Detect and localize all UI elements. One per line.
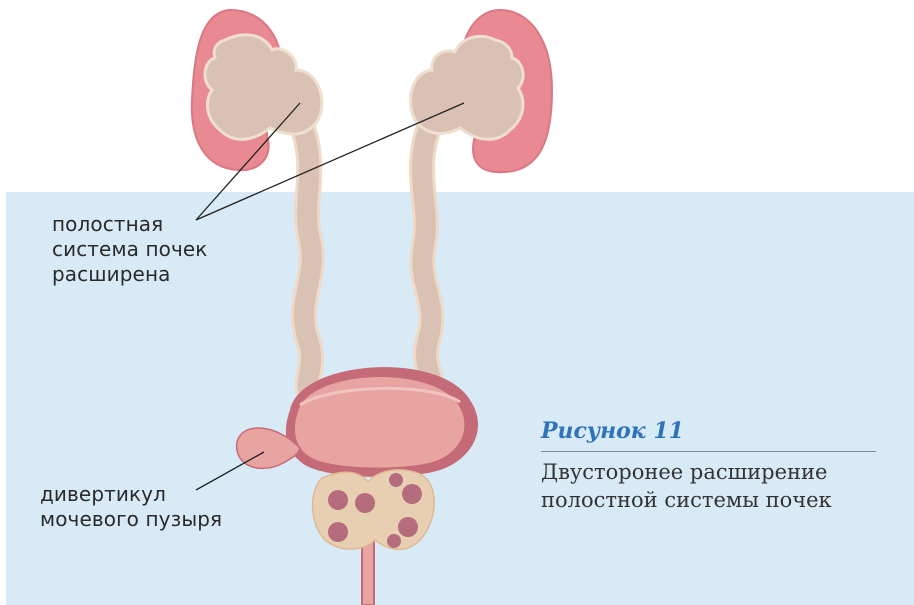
kidney-dilation-label: полостная система почек расширена	[52, 212, 207, 287]
caption-line-2: полостной системы почек	[541, 486, 832, 514]
left-renal-pelvis	[205, 35, 322, 139]
caption-line-1: Двусторонее расширение	[541, 458, 832, 486]
caption-divider	[541, 451, 876, 452]
diverticulum-label: дивертикул мочевого пузыря	[40, 482, 222, 532]
figure-caption-title: Рисунок 11	[541, 418, 684, 444]
diverticulum-label-line-2: мочевого пузыря	[40, 507, 222, 532]
figure-caption-text: Двусторонее расширение полостной системы…	[541, 458, 832, 514]
kidney-label-line-2: система почек	[52, 237, 207, 262]
right-renal-pelvis	[410, 36, 523, 139]
kidney-label-line-3: расширена	[52, 262, 207, 287]
diverticulum-label-line-1: дивертикул	[40, 482, 222, 507]
bladder	[286, 367, 478, 477]
kidney-label-line-1: полостная	[52, 212, 207, 237]
prostate	[313, 470, 435, 550]
